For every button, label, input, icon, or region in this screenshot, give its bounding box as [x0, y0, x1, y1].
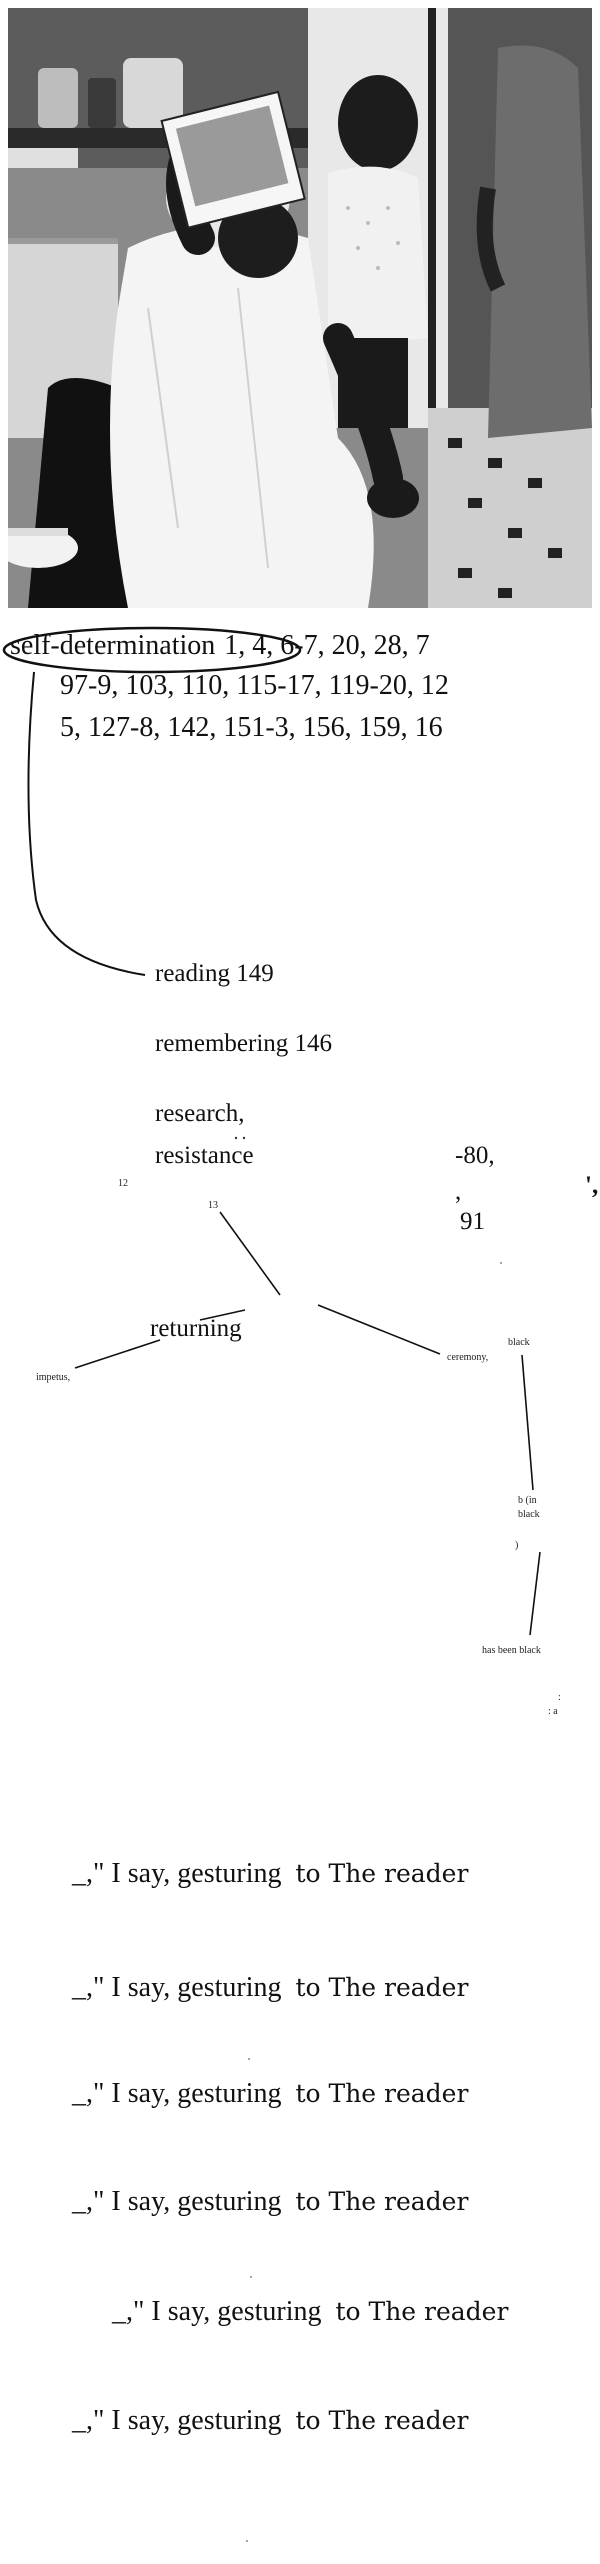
index-line-2: 97-9, 103, 110, 115-17, 119-20, 12: [60, 670, 449, 701]
gesture-line-1: _," I say, gesturing to The reader: [72, 1858, 468, 1890]
line-black-chain-1: [521, 1354, 534, 1491]
gesture-reader: to The reader: [335, 2297, 509, 2326]
speck: [246, 2540, 248, 2542]
fragment-13: 13: [208, 1200, 218, 1211]
fragment-b-in: b (in: [518, 1495, 537, 1506]
speck: [250, 2276, 252, 2278]
photograph: [8, 8, 592, 608]
gesture-reader: to The reader: [295, 1973, 469, 2002]
gesture-line-6: _," I say, gesturing to The reader: [72, 2405, 468, 2437]
line-13-returning: [219, 1211, 281, 1296]
fragment-black-2: black: [518, 1509, 540, 1520]
headword-self-determination: self-determination: [10, 630, 216, 661]
gesture-line-2: _," I say, gesturing to The reader: [72, 1972, 468, 2004]
gesture-lead: _," I say, gesturing: [112, 2296, 322, 2327]
gesture-lead: _," I say, gesturing: [72, 1972, 282, 2003]
entry-reading: reading 149: [155, 960, 274, 987]
speck: [248, 2058, 250, 2060]
gesture-reader: to The reader: [295, 2406, 469, 2435]
line-returning-ceremony: [317, 1304, 441, 1355]
entry-returning: returning: [150, 1315, 242, 1342]
gesture-lead: _," I say, gesturing: [72, 1858, 282, 1889]
line-black-chain-2: [529, 1551, 541, 1636]
fragment-ceremony: ceremony,: [447, 1352, 489, 1363]
gesture-lead: _," I say, gesturing: [72, 2078, 282, 2109]
fragment-a: : a: [548, 1706, 558, 1717]
gesture-reader: to The reader: [295, 1859, 469, 1888]
gesture-line-5: _," I say, gesturing to The reader: [112, 2296, 508, 2328]
fragment-80: -80,: [455, 1142, 495, 1169]
fragment-impetus: impetus,: [36, 1372, 71, 1383]
fragment-12: 12: [118, 1178, 128, 1189]
entry-research: research,: [155, 1100, 245, 1127]
entry-resistance: resistance: [155, 1142, 254, 1169]
gesture-line-4: _," I say, gesturing to The reader: [72, 2186, 468, 2218]
line-returning-impetus: [74, 1339, 161, 1369]
fragment-has-been-black: has been black: [482, 1645, 541, 1656]
fragment-semicolon: :: [558, 1692, 561, 1703]
gesture-lead: _," I say, gesturing: [72, 2405, 282, 2436]
gesture-reader: to The reader: [295, 2187, 469, 2216]
fragment-quote-mark: ',: [585, 1172, 599, 1199]
fragment-black: black: [508, 1337, 530, 1348]
index-line-3: 5, 127-8, 142, 151-3, 156, 159, 16: [60, 712, 443, 743]
fragment-comma: ,: [455, 1178, 462, 1205]
fragment-91: 91: [460, 1208, 485, 1235]
index-line-1-pages: 1, 4, 6-7, 20, 28, 7: [217, 630, 430, 661]
entry-remembering: remembering 146: [155, 1030, 333, 1057]
gesture-line-3: _," I say, gesturing to The reader: [72, 2078, 468, 2110]
index-line-1: self-determination 1, 4, 6-7, 20, 28, 7: [8, 630, 430, 662]
photo-scene: [8, 8, 592, 608]
fragment-paren: ): [515, 1540, 519, 1551]
speck: [500, 1262, 502, 1264]
gesture-reader: to The reader: [295, 2079, 469, 2108]
gesture-lead: _," I say, gesturing: [72, 2186, 282, 2217]
